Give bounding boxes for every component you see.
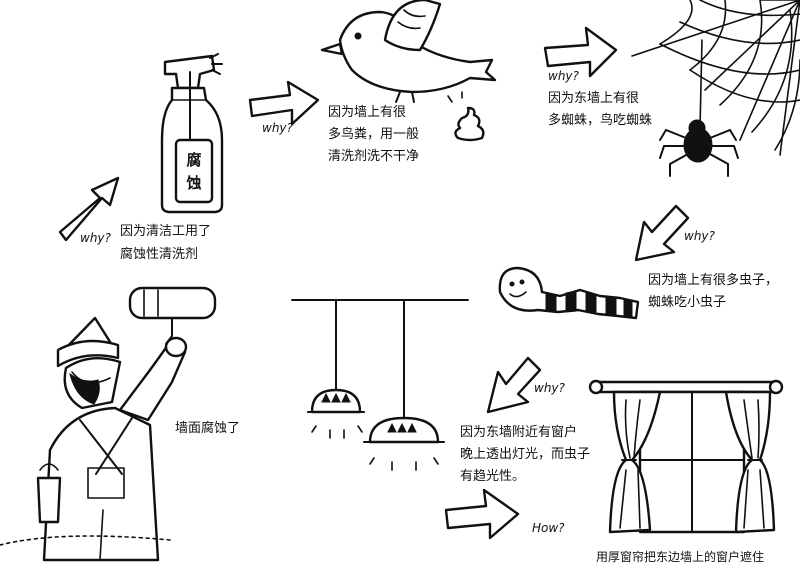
hanging-lamps-illustration bbox=[291, 299, 469, 471]
step-4-caption-line-1: 因为墙上有很多虫子， bbox=[648, 272, 778, 288]
bottle-label-char-1: 腐 bbox=[186, 151, 201, 169]
step-3-caption-line-2: 多蜘蛛，鸟吃蜘蛛 bbox=[548, 112, 652, 128]
why-arrow-3 bbox=[543, 26, 618, 78]
why-arrow-1 bbox=[58, 176, 120, 242]
why-label-1: why? bbox=[80, 231, 112, 245]
step-2-caption-line-1: 因为墙上有很 bbox=[328, 105, 406, 120]
step-3-caption-line-1: 因为东墙上有很 bbox=[548, 91, 639, 106]
curtained-window-illustration bbox=[588, 379, 784, 534]
step-5-caption-line-2: 晚上透出灯光，而虫子 bbox=[460, 447, 590, 462]
why-label-2: why? bbox=[262, 121, 294, 135]
step-1-caption-line-2: 腐蚀性清洗剂 bbox=[120, 247, 198, 262]
spider-illustration bbox=[659, 39, 739, 177]
why-label-5: why? bbox=[534, 381, 566, 395]
how-label: How? bbox=[532, 521, 565, 535]
step-1-caption-line-1: 因为清洁工用了 bbox=[120, 224, 211, 239]
spray-bottle-illustration bbox=[160, 53, 224, 214]
why-label-3: why? bbox=[548, 69, 580, 83]
bottle-label-char-2: 蚀 bbox=[185, 174, 201, 192]
why-arrow-2 bbox=[248, 80, 320, 126]
step-2-caption-line-2: 多鸟粪，用一般 bbox=[328, 126, 419, 142]
bird-dropping-illustration bbox=[447, 91, 485, 142]
how-caption: 用厚窗帘把东边墙上的窗户遮住 bbox=[596, 549, 764, 564]
spider-web-illustration bbox=[631, 0, 800, 156]
step-5-caption-line-3: 有趋光性。 bbox=[460, 469, 525, 484]
step-5-caption-line-1: 因为东墙附近有窗户 bbox=[460, 424, 577, 440]
how-arrow bbox=[444, 488, 520, 540]
cleaner-worker-illustration bbox=[0, 286, 217, 562]
bird-illustration bbox=[320, 0, 497, 103]
step-4-caption-line-2: 蜘蛛吃小虫子 bbox=[648, 294, 726, 310]
why-arrow-4 bbox=[634, 204, 690, 262]
worm-illustration bbox=[498, 266, 640, 320]
step-2-caption-line-3: 清洗剂洗不干净 bbox=[328, 149, 419, 164]
why-arrow-5 bbox=[486, 356, 542, 414]
start-caption: 墙面腐蚀了 bbox=[175, 421, 240, 436]
why-label-4: why? bbox=[684, 229, 716, 243]
